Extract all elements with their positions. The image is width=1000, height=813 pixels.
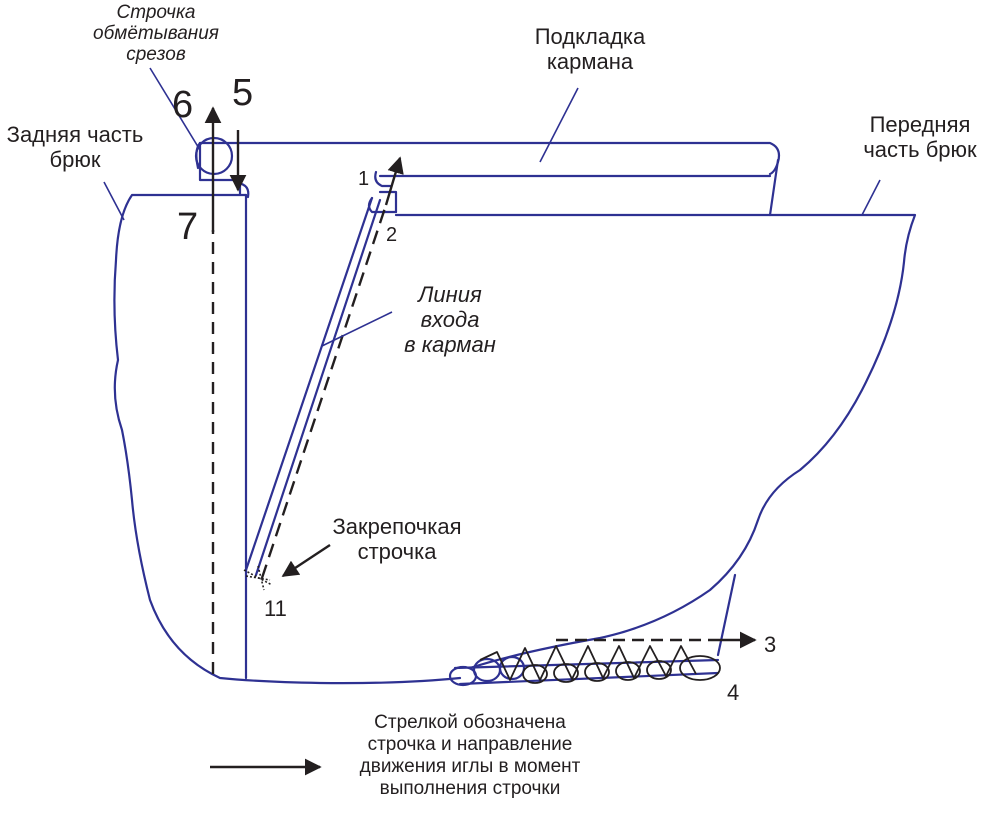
overlock-end-loop	[679, 655, 721, 681]
label-back-part-2: брюк	[49, 147, 101, 172]
number-4: 4	[727, 680, 740, 705]
label-legend-4: выполнения строчки	[379, 778, 561, 799]
label-legend-3: движения иглы в момент	[359, 756, 581, 777]
label-legend: Стрелкой обозначена строчка и направлени…	[330, 712, 610, 800]
label-entry-line-1: Линия	[418, 282, 482, 307]
label-front-part: Передняя часть брюк	[850, 112, 990, 162]
bartack-pointer-arrow	[281, 543, 331, 578]
pocket-entry-edge	[244, 196, 374, 572]
label-overlock-line-1: Строчка	[116, 2, 196, 23]
front-part-outline	[394, 213, 917, 670]
label-bartack-2: строчка	[357, 539, 437, 564]
lining-right-edge	[768, 158, 780, 217]
label-pocket-lining-2: кармана	[546, 49, 634, 74]
label-overlock-line-3: срезов	[126, 44, 186, 65]
label-entry-line-2: входа	[420, 307, 480, 332]
label-back-part-1: Задняя часть	[6, 122, 144, 147]
label-entry-line-3: в карман	[404, 332, 496, 357]
number-2: 2	[386, 224, 398, 246]
number-6: 6	[172, 84, 194, 126]
number-5: 5	[232, 72, 254, 114]
label-legend-2: строчка и направление	[367, 734, 573, 755]
label-pocket-lining-1: Подкладка	[534, 24, 646, 49]
label-front-part-2: часть брюк	[863, 137, 977, 162]
overlock-stitching	[479, 645, 697, 681]
leader-front	[861, 179, 881, 216]
label-front-part-1: Передняя	[869, 112, 971, 137]
label-bartack: Закрепочкая строчка	[322, 514, 472, 564]
lining-top-edge	[198, 141, 781, 176]
leader-entry	[321, 311, 393, 347]
number-7: 7	[177, 206, 199, 248]
number-1: 1	[358, 168, 370, 190]
leader-overlock	[149, 67, 201, 151]
label-legend-1: Стрелкой обозначена	[374, 712, 566, 733]
label-overlock-line-2: обмётывания	[93, 23, 219, 44]
leader-lining	[539, 87, 579, 163]
label-pocket-lining: Подкладка кармана	[520, 24, 660, 74]
label-entry-line: Линия входа в карман	[380, 282, 520, 357]
entry-stitch-arrow	[384, 156, 404, 206]
label-bartack-1: Закрепочкая	[332, 514, 462, 539]
label-overlock-line: Строчка обмётывания срезов	[86, 2, 226, 65]
bartack-stitch	[243, 569, 273, 586]
leader-back	[103, 181, 125, 221]
number-11: 11	[264, 596, 287, 621]
back-part-outline	[113, 193, 462, 685]
number-3: 3	[764, 632, 777, 657]
label-back-part: Задняя часть брюк	[0, 122, 150, 172]
